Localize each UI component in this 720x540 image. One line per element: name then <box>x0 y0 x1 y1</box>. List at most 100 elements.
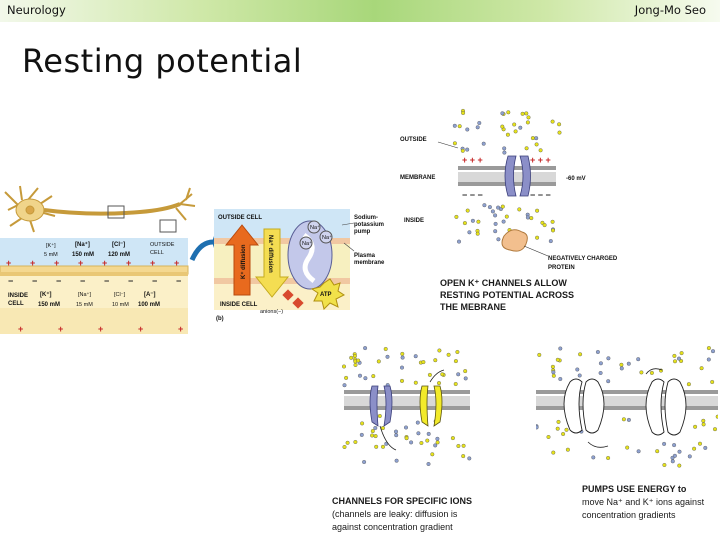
ion-dot <box>409 440 414 445</box>
ion-dot <box>703 445 708 450</box>
ion-dot <box>500 111 505 116</box>
na-diffusion-arrow <box>254 228 290 298</box>
ion-dot <box>679 351 684 356</box>
connector-arrow <box>189 239 214 262</box>
ion-dot <box>655 449 660 454</box>
ion-dot <box>626 417 631 422</box>
ion-dot <box>550 228 555 233</box>
ion-dot <box>394 433 399 438</box>
ion-dot <box>525 215 530 220</box>
ion-dot <box>377 413 382 418</box>
out-na-value: 150 mM <box>72 252 94 258</box>
ion-dot <box>465 208 470 213</box>
ion-dot <box>360 421 365 426</box>
rt-negative-label-2: PROTEIN <box>548 265 575 271</box>
mid-outside-label: OUTSIDE CELL <box>218 215 262 221</box>
ion-dot <box>465 147 470 152</box>
ion-dot <box>578 352 583 357</box>
ion-dot <box>427 372 432 377</box>
svg-text:+ + +: + + + <box>462 155 483 165</box>
ion-dot <box>460 148 465 153</box>
svg-text:+: + <box>58 324 63 334</box>
ion-dot <box>677 449 682 454</box>
ion-dot <box>626 361 631 366</box>
ion-dot <box>380 426 385 431</box>
ion-dot <box>534 142 539 147</box>
ion-dot <box>373 425 378 430</box>
svg-text:−: − <box>8 276 13 286</box>
ion-dot <box>454 214 459 219</box>
ion-dot <box>496 237 501 242</box>
ion-dot <box>557 130 562 135</box>
ion-dot <box>450 436 455 441</box>
br-caption-1: PUMPS USE ENERGY to <box>582 484 687 494</box>
ion-dot <box>455 349 460 354</box>
ion-dot <box>435 440 440 445</box>
ion-dot <box>457 124 462 129</box>
ion-dot <box>385 354 390 359</box>
ion-dot <box>542 223 547 228</box>
ion-dot <box>524 111 529 116</box>
svg-text:+: + <box>138 324 143 334</box>
ion-dot <box>501 219 506 224</box>
ion-dot <box>477 120 482 125</box>
svg-text:Na⁺: Na⁺ <box>322 234 332 241</box>
k-channel <box>504 155 517 197</box>
ion-dot <box>662 441 667 446</box>
rt-caption-3: THE MEBRANE <box>440 302 506 312</box>
ion-dot <box>421 360 426 365</box>
svg-text:+: + <box>30 258 35 268</box>
in-na-value: 15 mM <box>76 302 93 308</box>
ion-dot <box>400 378 405 383</box>
ion-dot <box>467 230 472 235</box>
ion-dot <box>564 427 569 432</box>
ion-dot <box>404 436 409 441</box>
neuron-illustration <box>4 185 196 233</box>
ion-dot <box>440 372 445 377</box>
ion-dot <box>534 136 539 141</box>
ion-dot <box>370 433 375 438</box>
ion-dot <box>352 353 357 358</box>
ion-dot <box>676 356 681 361</box>
ion-dot <box>561 431 566 436</box>
svg-text:+ + +: + + + <box>530 155 551 165</box>
ion-dot <box>550 364 555 369</box>
out-k-ion: [K⁺] <box>46 242 56 249</box>
atp-burst <box>310 278 345 310</box>
ion-dot <box>370 429 375 434</box>
rt-caption-2: RESTING POTENTIAL ACROSS <box>440 290 574 300</box>
ion-dot <box>649 370 654 375</box>
ion-dot <box>435 436 440 441</box>
ion-dot <box>493 213 498 218</box>
ion-dot <box>672 353 677 358</box>
bl-caption-2: (channels are leaky: diffusion is <box>332 509 458 519</box>
ion-dot <box>512 122 517 127</box>
ion-dot <box>453 359 458 364</box>
rt-inside-label: INSIDE <box>404 218 424 224</box>
ion-dot <box>672 443 677 448</box>
svg-text:+: + <box>54 258 59 268</box>
ion-dot <box>672 453 677 458</box>
br-caption-3: concentration gradients <box>582 510 676 520</box>
negative-protein <box>501 229 528 252</box>
rt-outside-label: OUTSIDE <box>400 137 427 143</box>
inside-cell-label-2: CELL <box>8 301 24 307</box>
ion-dot <box>619 362 624 367</box>
ion-dot <box>526 115 531 120</box>
in-k-ion: [K⁺] <box>40 291 52 298</box>
ion-dot <box>403 425 408 430</box>
ion-dot <box>415 420 420 425</box>
ion-dot <box>692 446 697 451</box>
ion-dot <box>699 366 704 371</box>
ion-dot <box>550 119 555 124</box>
ion-dot <box>493 229 498 234</box>
ion-dot <box>710 380 715 385</box>
panel-b-label: (b) <box>216 316 224 322</box>
ion-dot <box>426 461 431 466</box>
ion-dot <box>452 141 457 146</box>
ion-dot <box>465 127 470 132</box>
ion-dot <box>358 373 363 378</box>
ion-dot <box>374 444 379 449</box>
pump-label-2: potassium <box>354 222 384 228</box>
ion-dot <box>524 146 529 151</box>
